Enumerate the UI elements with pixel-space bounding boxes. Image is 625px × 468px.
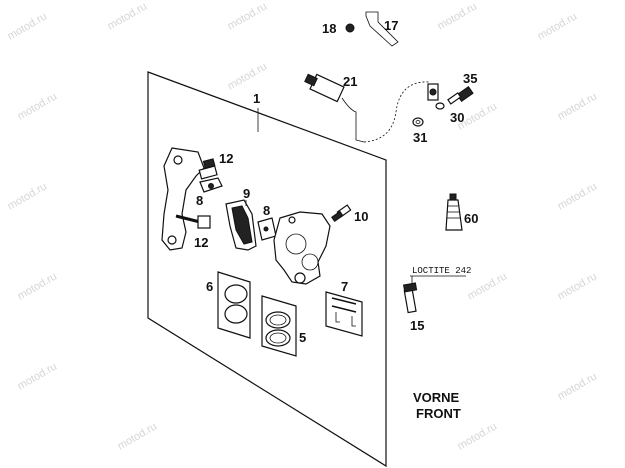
watermark-text: motod.ru — [456, 420, 500, 452]
guide-pin-upper — [198, 158, 218, 180]
guide-pin-lower — [175, 214, 211, 229]
direction-label-front: FRONT — [416, 406, 461, 421]
callout-10: 10 — [354, 209, 368, 224]
brake-hose — [304, 73, 431, 143]
watermark-text: motod.ru — [556, 270, 600, 302]
pad-pin-set — [325, 291, 363, 337]
watermark-text: motod.ru — [556, 90, 600, 122]
watermark-text: motod.ru — [6, 10, 50, 42]
pad-spring-upper — [199, 177, 223, 193]
callout-12-lower: 12 — [194, 235, 208, 250]
caliper-assembly-panel — [147, 71, 387, 468]
banjo-bolt — [447, 86, 474, 105]
direction-label-vorne: VORNE — [413, 390, 460, 405]
loctite-note: LOCTITE 242 — [412, 266, 471, 276]
sealing-washer-31 — [412, 117, 424, 127]
bleeder-valve — [331, 204, 352, 223]
clip-screw — [345, 23, 355, 33]
watermark-text: motod.ru — [226, 0, 270, 32]
callout-60: 60 — [464, 211, 478, 226]
banjo-fitting — [427, 83, 439, 101]
watermark-text: motod.ru — [16, 90, 60, 122]
caliper-mounting-bolt — [402, 282, 418, 314]
callout-31: 31 — [413, 130, 427, 145]
piston-set — [217, 271, 251, 339]
watermark-text: motod.ru — [116, 420, 160, 452]
callout-35: 35 — [463, 71, 477, 86]
callout-9: 9 — [243, 186, 250, 201]
watermark-text: motod.ru — [16, 270, 60, 302]
bleeder-cap — [445, 193, 463, 231]
pad-retainer-clip — [257, 217, 277, 241]
callout-8-upper: 8 — [196, 193, 203, 208]
callout-7: 7 — [341, 279, 348, 294]
callout-12-upper: 12 — [219, 151, 233, 166]
callout-6: 6 — [206, 279, 213, 294]
hose-clip — [365, 11, 399, 47]
watermark-text: motod.ru — [16, 360, 60, 392]
watermark-text: motod.ru — [556, 180, 600, 212]
callout-30: 30 — [450, 110, 464, 125]
watermark-text: motod.ru — [226, 60, 270, 92]
callout-17: 17 — [384, 18, 398, 33]
watermark-text: motod.ru — [536, 10, 580, 42]
callout-18: 18 — [322, 21, 336, 36]
callout-15: 15 — [410, 318, 424, 333]
watermark-text: motod.ru — [6, 180, 50, 212]
watermark-text: motod.ru — [436, 0, 480, 32]
caliper-body — [273, 211, 331, 285]
watermark-text: motod.ru — [466, 270, 510, 302]
callout-5: 5 — [299, 330, 306, 345]
brake-pad — [225, 199, 257, 251]
callout-21: 21 — [343, 74, 357, 89]
seal-kit — [261, 295, 297, 357]
callout-8-lower: 8 — [263, 203, 270, 218]
sealing-washer-30 — [435, 102, 445, 110]
callout-1: 1 — [253, 91, 260, 106]
watermark-text: motod.ru — [556, 370, 600, 402]
watermark-text: motod.ru — [106, 0, 150, 32]
